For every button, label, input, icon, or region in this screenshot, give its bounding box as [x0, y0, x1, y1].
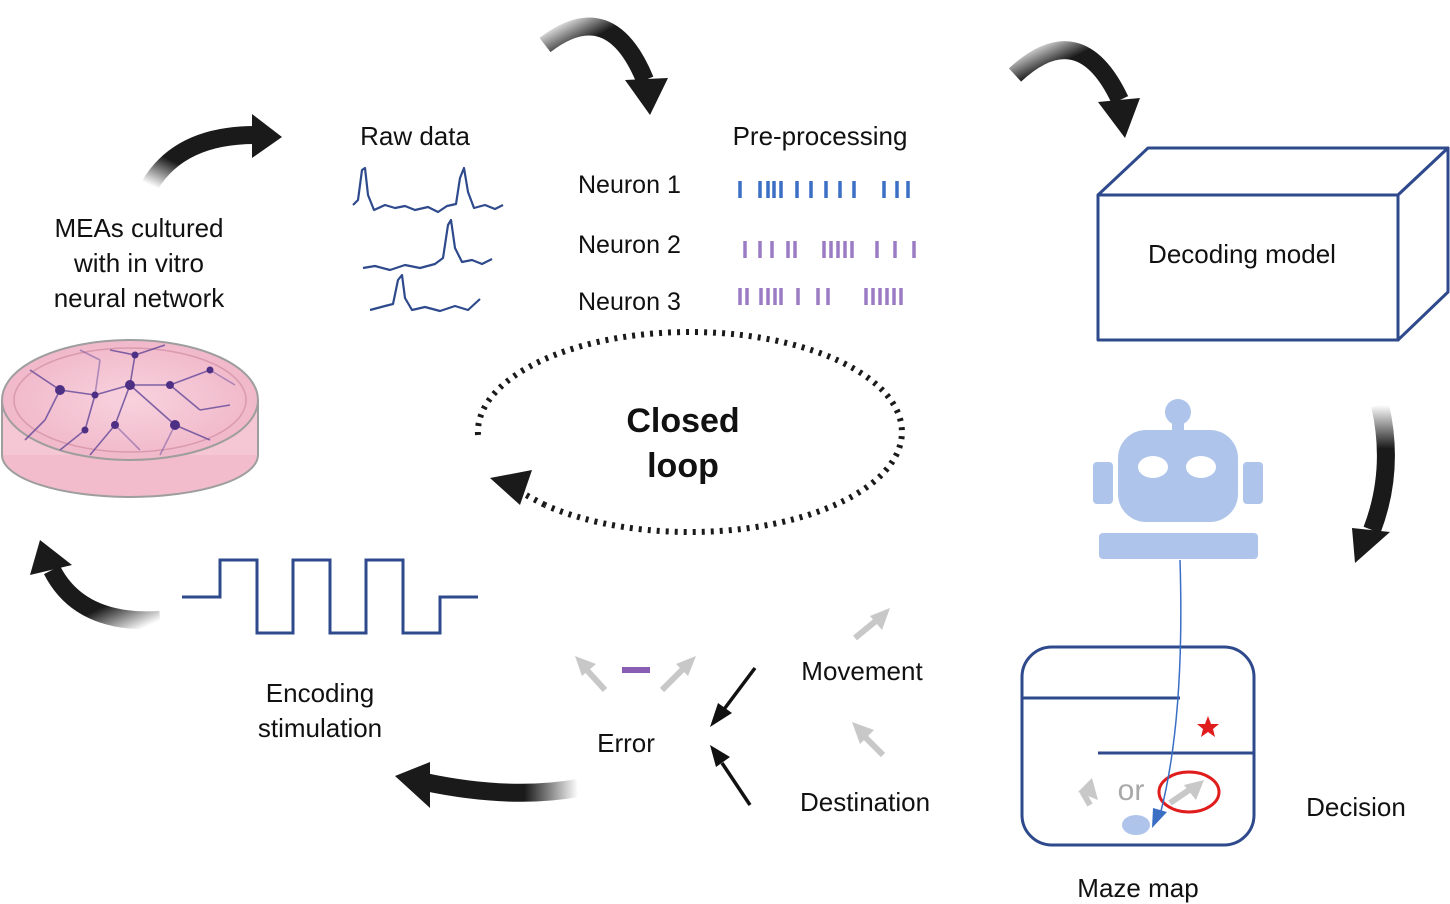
flow-arrow-pre-to-decoder: [1008, 41, 1140, 138]
chosen-option-circle: [1157, 770, 1221, 814]
robot-icon: [1093, 399, 1263, 559]
decoding-model-label: Decoding model: [1148, 239, 1336, 269]
star-icon: [1197, 716, 1219, 737]
mea-label-line3: neural network: [54, 283, 226, 313]
decision-label: Decision: [1306, 792, 1406, 822]
neuron-2-label: Neuron 2: [578, 231, 681, 259]
neuron-1-label: Neuron 1: [578, 171, 681, 199]
mea-label-line2: with in vitro: [73, 248, 204, 278]
raw-data-traces: [352, 166, 504, 313]
movement-to-error-arrow: [710, 666, 757, 727]
destination-label: Destination: [800, 787, 930, 817]
mea-label-line1: MEAs cultured: [54, 213, 223, 243]
maze-choice-arrows: [1078, 778, 1204, 807]
raw-data-label: Raw data: [360, 121, 470, 151]
neuron-1-spike-train: [738, 181, 910, 198]
flow-arrow-mea-to-raw: [142, 114, 282, 190]
neuron-3-label: Neuron 3: [578, 288, 681, 316]
destination-to-error-arrow: [710, 745, 752, 806]
or-label: or: [1118, 774, 1145, 807]
preprocessing-label: Pre-processing: [733, 121, 908, 151]
encoding-label-line1: Encoding: [266, 678, 374, 708]
decoding-model-box: [1096, 146, 1450, 342]
neuron-2-spike-train: [743, 241, 916, 258]
flow-arrow-error-to-encoding: [395, 762, 580, 808]
error-indicator: [575, 656, 696, 693]
petri-dish-icon: [1, 339, 259, 498]
movement-grey-arrow: [853, 608, 890, 641]
encoding-label-line2: stimulation: [258, 713, 382, 743]
closed-loop-label-line1: Closed: [626, 402, 739, 440]
destination-grey-arrow: [852, 722, 886, 758]
robot-to-maze-trajectory: [1152, 559, 1182, 828]
neuron-3-spike-train: [738, 288, 903, 305]
agent-position-dot: [1122, 815, 1150, 835]
flow-arrow-raw-to-pre: [539, 17, 668, 115]
movement-label: Movement: [801, 656, 923, 686]
maze-map-label: Maze map: [1077, 873, 1198, 903]
closed-loop-dotted-cycle: [474, 329, 905, 535]
error-label: Error: [597, 728, 655, 758]
flow-arrow-encoding-to-mea: [30, 540, 161, 630]
stimulation-pulse-train: [182, 558, 478, 635]
closed-loop-label-line2: loop: [647, 447, 719, 485]
flow-arrow-decoder-to-robot: [1352, 402, 1395, 563]
